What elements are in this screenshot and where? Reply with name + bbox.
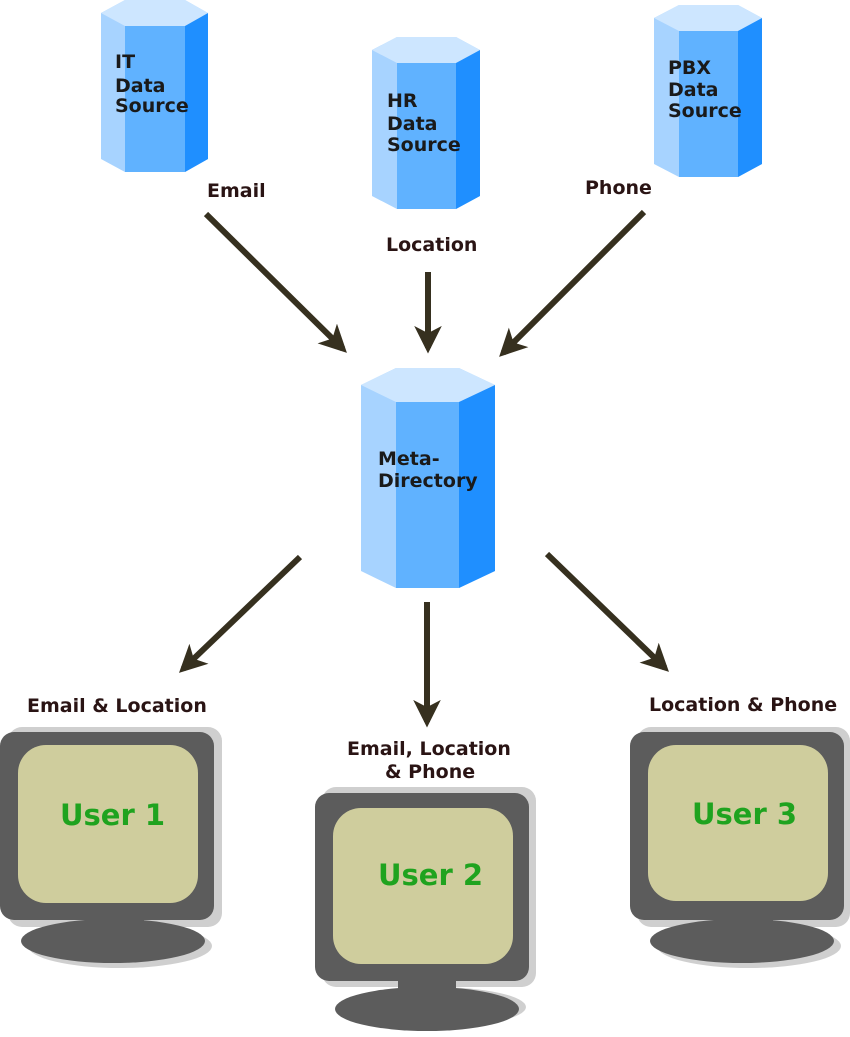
user3-monitor: User 3 — [630, 727, 850, 968]
flow-label-user3: Location & Phone — [649, 694, 837, 716]
hr-line-1: HR — [387, 90, 418, 112]
flow-label-user2-line-1: Email, Location — [347, 738, 511, 760]
it-line-1: IT — [115, 51, 135, 73]
arrow-meta-to-user1 — [179, 554, 303, 673]
flow-label-user1: Email & Location — [27, 695, 207, 717]
meta-line-1: Meta- — [378, 448, 440, 470]
it-line-3: Source — [115, 95, 189, 117]
arrow-meta-to-user3 — [544, 551, 669, 672]
pbx-source-label: PBX Data Source — [668, 57, 742, 122]
flow-label-email: Email — [207, 180, 266, 202]
pbx-data-source-cylinder: PBX Data Source — [654, 5, 762, 177]
user3-label: User 3 — [692, 797, 797, 831]
hr-line-2: Data — [387, 113, 438, 135]
flow-label-location: Location — [386, 234, 477, 256]
meta-directory-label: Meta- Directory — [378, 448, 478, 492]
flow-label-user2: Email, Location & Phone — [347, 738, 518, 783]
hr-source-label: HR Data Source — [387, 90, 461, 156]
hr-line-3: Source — [387, 134, 461, 156]
pbx-line-1: PBX — [668, 57, 711, 79]
arrow-phone-to-meta — [499, 209, 647, 357]
meta-directory-cylinder: Meta- Directory — [361, 368, 495, 588]
user2-monitor: User 2 — [315, 787, 536, 1031]
arrow-email-to-meta — [203, 211, 347, 353]
pbx-line-3: Source — [668, 100, 742, 122]
it-data-source-cylinder: IT Data Source — [101, 0, 208, 172]
user1-label: User 1 — [60, 798, 165, 832]
meta-line-2: Directory — [378, 470, 478, 492]
it-source-label: IT Data Source — [115, 51, 189, 117]
flow-label-user2-line-2: & Phone — [385, 761, 475, 783]
it-line-2: Data — [115, 75, 166, 97]
flow-label-phone: Phone — [585, 177, 652, 199]
hr-data-source-cylinder: HR Data Source — [372, 37, 480, 209]
user1-monitor: User 1 — [0, 727, 222, 968]
user2-label: User 2 — [378, 858, 483, 892]
pbx-line-2: Data — [668, 79, 719, 101]
